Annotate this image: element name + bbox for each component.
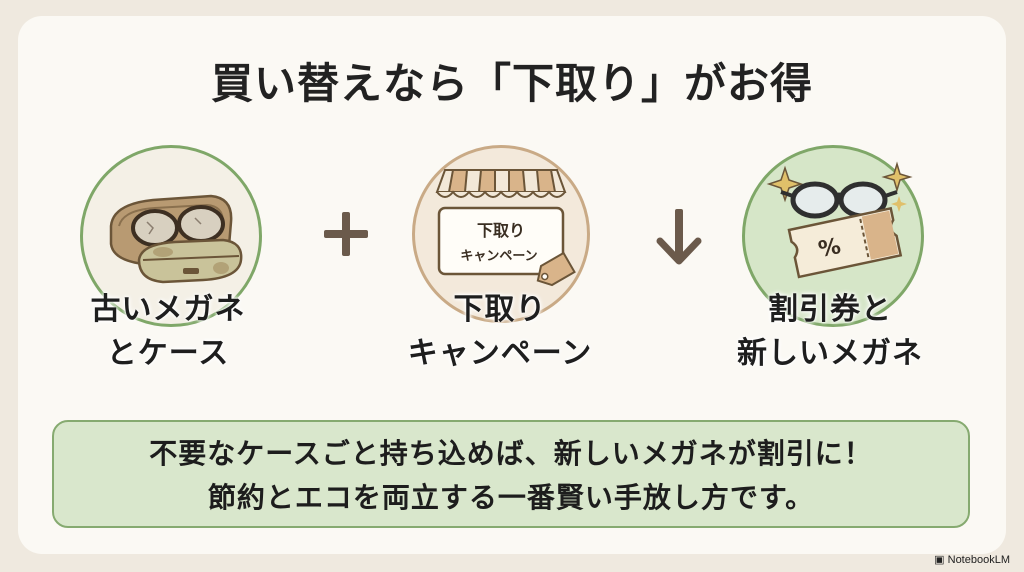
arrow-down-icon bbox=[656, 209, 702, 265]
brand-text: NotebookLM bbox=[947, 554, 1010, 566]
storefront-sign-icon: 下取り キャンペーン bbox=[435, 169, 576, 287]
message-box: 不要なケースごと持ち込めば、新しいメガネが割引に！ 節約とエコを両立する一番賢い… bbox=[52, 420, 970, 528]
step-circle-campaign: 下取り キャンペーン bbox=[412, 145, 590, 323]
old-glasses-case-icon bbox=[109, 194, 243, 284]
step-label-campaign: 下取り キャンペーン bbox=[395, 288, 605, 376]
step-label-line: 古いメガネ bbox=[90, 292, 246, 327]
sign-text-line1: 下取り bbox=[477, 221, 525, 240]
sign-text-line2: キャンペーン bbox=[460, 249, 537, 264]
message-line-2: 節約とエコを両立する一番賢い手放し方です。 bbox=[207, 481, 815, 514]
coupon-percent-text: % bbox=[816, 234, 843, 263]
step-label-line: 下取り bbox=[453, 292, 547, 327]
brand-watermark: ▣ NotebookLM bbox=[934, 553, 1010, 566]
step-label-old-glasses: 古いメガネ とケース bbox=[68, 288, 268, 376]
step-circle-old-glasses bbox=[80, 145, 262, 327]
step-label-line: キャンペーン bbox=[407, 336, 593, 371]
price-tag-icon bbox=[536, 251, 576, 287]
message-line-1: 不要なケースごと持ち込めば、新しいメガネが割引に！ bbox=[149, 437, 873, 470]
step-label-line: 新しいメガネ bbox=[737, 336, 923, 371]
notebook-icon: ▣ bbox=[934, 554, 948, 566]
step-label-coupon: 割引券と 新しいメガネ bbox=[725, 288, 935, 376]
step-label-line: とケース bbox=[106, 336, 230, 371]
plus-icon bbox=[324, 212, 368, 256]
slide-title: 買い替えなら「下取り」がお得 bbox=[210, 59, 813, 108]
step-circle-coupon: % bbox=[742, 145, 924, 327]
step-label-line: 割引券と bbox=[768, 292, 892, 327]
glasses-coupon-icon: % bbox=[766, 161, 913, 279]
